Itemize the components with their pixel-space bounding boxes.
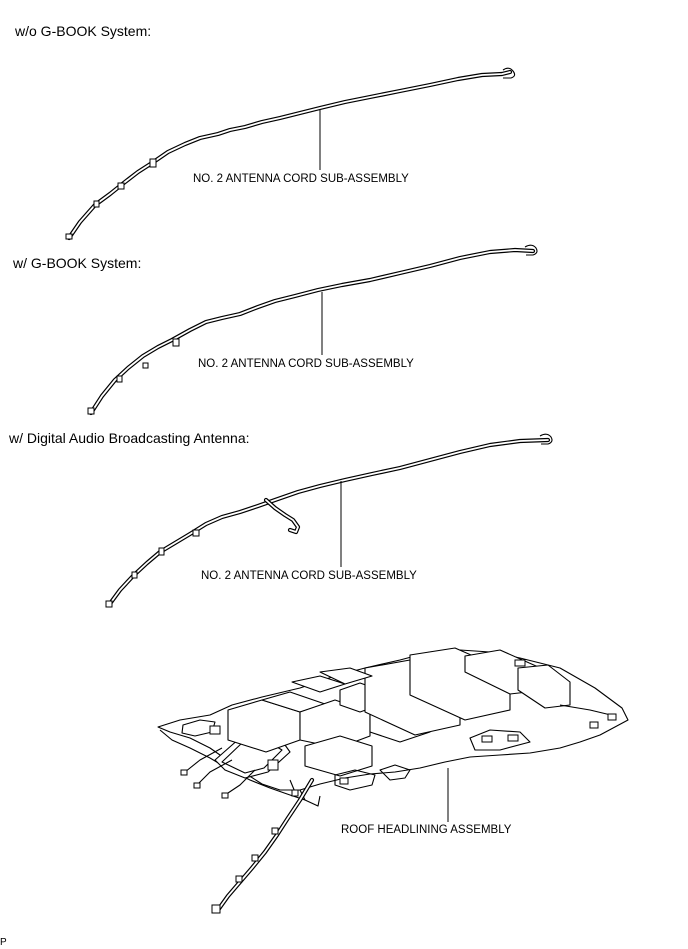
callout-roof-headlining: ROOF HEADLINING ASSEMBLY bbox=[341, 824, 512, 836]
roof-headlining bbox=[157, 647, 629, 914]
corner-mark: P bbox=[0, 937, 7, 948]
callout-antenna-cord-3: NO. 2 ANTENNA CORD SUB-ASSEMBLY bbox=[201, 570, 417, 582]
antenna-cord-2 bbox=[87, 244, 538, 416]
callout-antenna-cord-2: NO. 2 ANTENNA CORD SUB-ASSEMBLY bbox=[198, 358, 414, 370]
section-title-w-gbook: w/ G-BOOK System: bbox=[13, 255, 142, 271]
section-title-w-dab: w/ Digital Audio Broadcasting Antenna: bbox=[9, 430, 250, 446]
callout-antenna-cord-1: NO. 2 ANTENNA CORD SUB-ASSEMBLY bbox=[193, 173, 409, 185]
section-title-wo-gbook: w/o G-BOOK System: bbox=[15, 23, 152, 39]
antenna-cord-3 bbox=[105, 433, 553, 608]
antenna-cord-1 bbox=[65, 67, 516, 241]
